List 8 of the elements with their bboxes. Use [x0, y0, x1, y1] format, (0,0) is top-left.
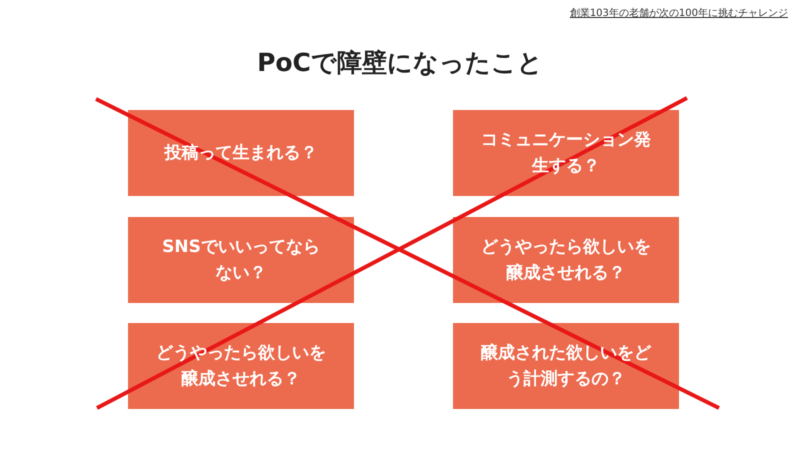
- question-box: どうやったら欲しいを醸成させれる？: [453, 217, 679, 303]
- header-note: 創業103年の老舗が次の100年に挑むチャレンジ: [570, 6, 788, 21]
- title: PoCで障壁になったこと: [257, 47, 543, 79]
- question-box: 投稿って生まれる？: [128, 110, 354, 196]
- question-box: 醸成された欲しいをどう計測するの？: [453, 323, 679, 409]
- question-box: コミュニケーション発生する？: [453, 110, 679, 196]
- question-box: SNSでいいってならない？: [128, 217, 354, 303]
- question-box: どうやったら欲しいを醸成させれる？: [128, 323, 354, 409]
